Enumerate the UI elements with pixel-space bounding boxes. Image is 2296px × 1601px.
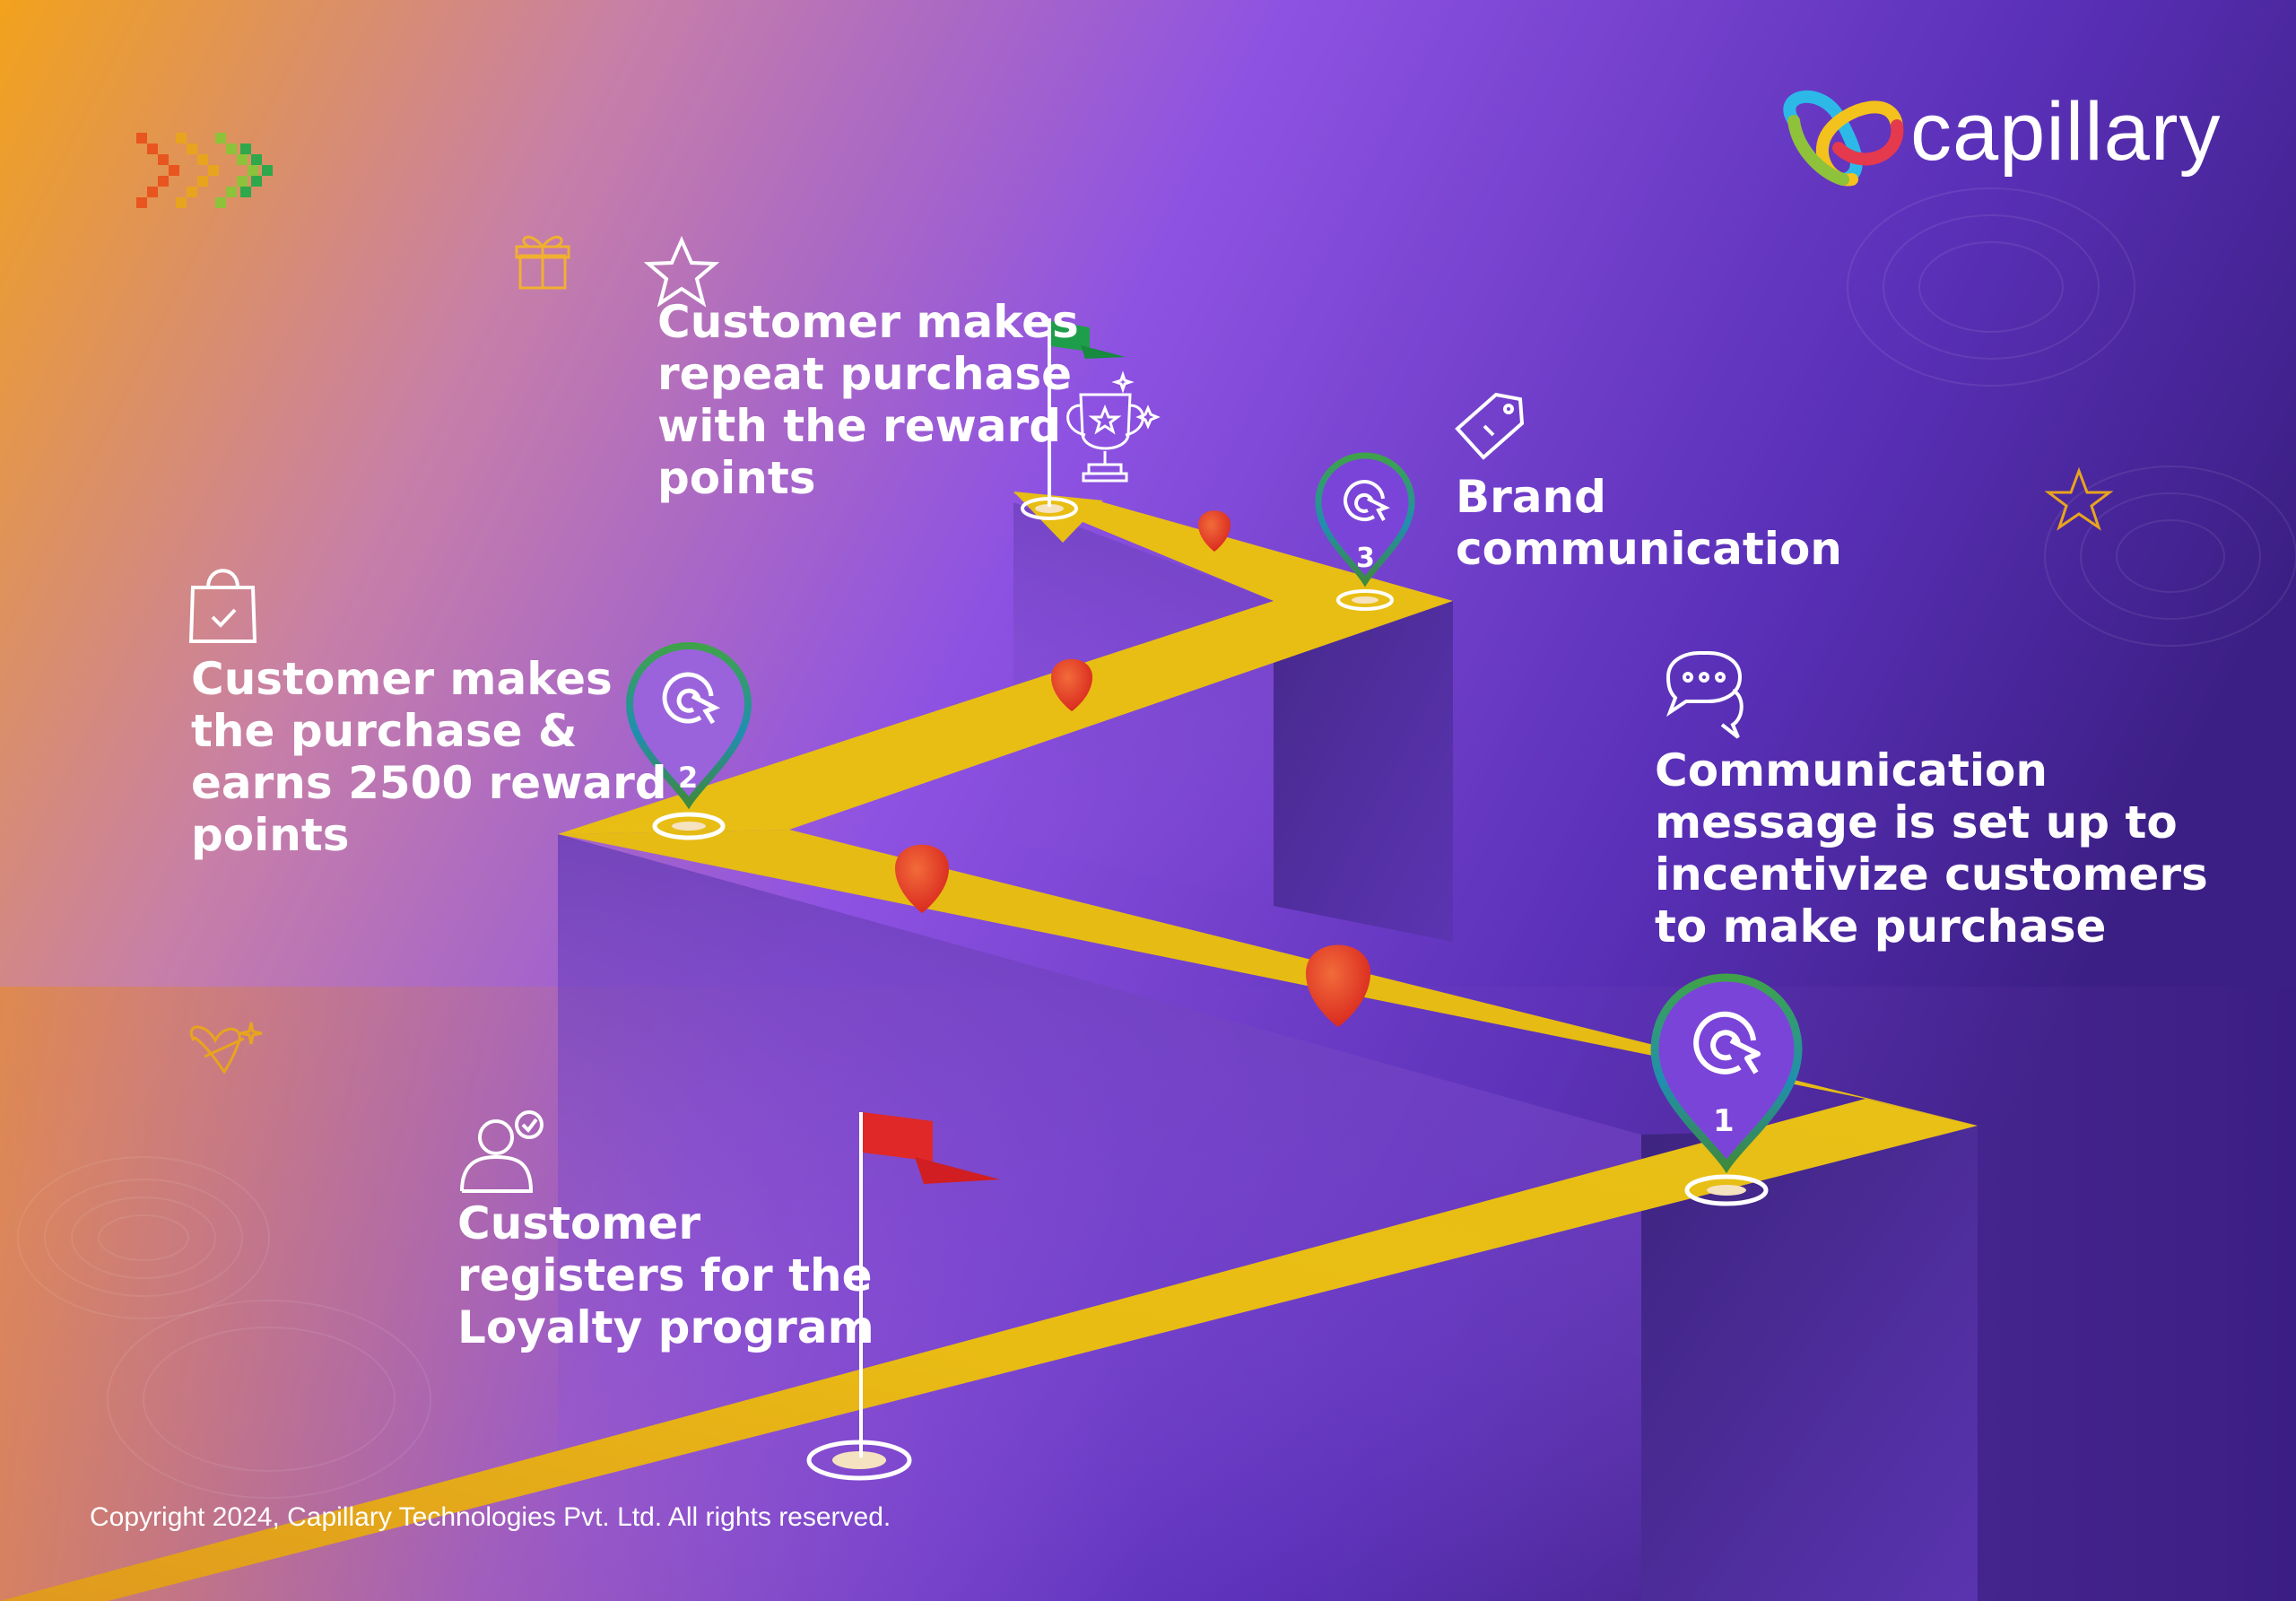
marker-number-3: 3	[1356, 543, 1375, 574]
decorative-star-icon	[2044, 466, 2114, 531]
step-communication-setup-line: to make purchase	[1655, 901, 2107, 953]
step-purchase-line: the purchase &	[191, 705, 578, 757]
step-brand-communication-line: Brand	[1456, 471, 1606, 523]
red-pin	[895, 844, 949, 913]
heart-sparkle-icon	[189, 1022, 263, 1075]
target-cursor-icon	[1344, 480, 1390, 522]
step-purchase-label: Customer makes the purchase & earns 2500…	[191, 653, 667, 861]
star-outline-icon	[643, 236, 720, 308]
shopping-bag-icon	[188, 569, 257, 643]
step-communication-setup-line: incentivize customers	[1655, 848, 2208, 901]
contour-pattern	[17, 187, 2296, 1499]
milestone-pin-2	[625, 641, 752, 840]
step-registration-label: Customer registers for the Loyalty progr…	[457, 1197, 874, 1353]
target-cursor-icon	[662, 672, 720, 725]
step-purchase-line: points	[191, 809, 350, 861]
step-communication-setup-line: message is set up to	[1655, 796, 2178, 848]
trophy-icon	[1066, 370, 1161, 483]
step-brand-communication-line: communication	[1456, 523, 1842, 575]
step-repeat-purchase-line: Customer makes	[657, 296, 1079, 348]
red-pin	[1306, 944, 1370, 1027]
price-tag-icon	[1455, 392, 1525, 460]
start-flag	[806, 1112, 1000, 1481]
capillary-logo-knot-icon	[1783, 90, 1904, 187]
step-brand-communication-label: Brand communication	[1456, 471, 1842, 575]
red-pin	[1051, 658, 1092, 711]
step-communication-setup-line: Communication	[1655, 744, 2048, 796]
step-repeat-purchase-line: points	[657, 452, 816, 504]
step-purchase-line: Customer makes	[191, 653, 613, 705]
finish-flag	[1021, 318, 1126, 520]
step-repeat-purchase-line: with the reward	[657, 400, 1061, 452]
gift-icon	[515, 235, 570, 290]
user-check-icon	[460, 1110, 544, 1193]
road-pins	[895, 510, 1370, 1027]
chat-bubbles-icon	[1665, 651, 1744, 739]
wall-lower-side	[1641, 1126, 1978, 1601]
step-registration-line: registers for the	[457, 1249, 873, 1301]
marker-number-2: 2	[678, 761, 699, 795]
step-communication-setup-label: Communication message is set up to incen…	[1655, 744, 2208, 953]
wall-upper-side	[1274, 601, 1453, 942]
step-purchase-line: earns 2500 reward	[191, 757, 667, 809]
step-repeat-purchase-label: Customer makes repeat purchase with the …	[657, 296, 1079, 504]
step-registration-line: Loyalty program	[457, 1301, 874, 1353]
target-cursor-icon	[1693, 1011, 1761, 1075]
red-pin	[1198, 510, 1231, 552]
step-repeat-purchase-line: repeat purchase	[657, 348, 1073, 400]
brand-wordmark: capillary	[1910, 86, 2222, 178]
pixel-arrows-icon	[136, 133, 273, 208]
copyright-text: Copyright 2024, Capillary Technologies P…	[90, 1502, 891, 1532]
marker-number-1: 1	[1713, 1103, 1735, 1139]
step-registration-line: Customer	[457, 1197, 700, 1249]
